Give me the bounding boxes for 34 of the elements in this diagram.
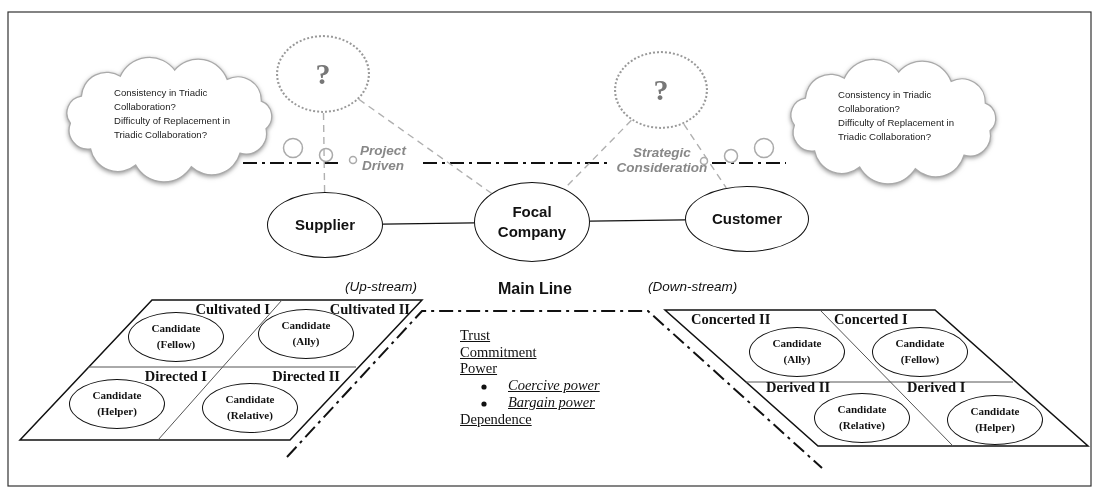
question-circle: ? xyxy=(276,35,370,113)
candidate-ellipse: Candidate (Relative) xyxy=(814,393,910,443)
entity-ellipse: Focal Company xyxy=(474,182,590,262)
quadrant-heading: Derived II xyxy=(766,379,831,396)
candidate-ellipse: Candidate (Relative) xyxy=(202,383,298,433)
factor-item: Trust xyxy=(460,328,491,344)
quadrant-heading: Directed II xyxy=(272,368,340,385)
question-text: Consistency in Triadic Collaboration? xyxy=(838,88,933,116)
entity-ellipse: Customer xyxy=(685,186,809,252)
factor-subitem: Coercive power xyxy=(508,378,600,394)
dashed-connector xyxy=(322,112,326,193)
candidate-ellipse: Candidate (Fellow) xyxy=(872,327,968,377)
question-text: Difficulty of Replacement in Triadic Collaboration? xyxy=(114,114,232,142)
factor-item: Power xyxy=(460,361,498,377)
factor-item: Dependence xyxy=(460,412,532,428)
connector-line xyxy=(382,222,475,225)
factor-item: Commitment xyxy=(460,345,537,361)
annotation-text: Strategic Consideration xyxy=(615,146,709,176)
quadrant-heading: Concerted I xyxy=(834,311,908,328)
stream-label: (Up-stream) xyxy=(345,280,417,295)
annotation-text: Project Driven xyxy=(359,144,407,174)
stream-label: (Down-stream) xyxy=(648,280,738,295)
entity-ellipse: Supplier xyxy=(267,192,383,258)
quadrant-heading: Derived I xyxy=(907,379,966,396)
factor-subitem: Bargain power xyxy=(508,395,595,411)
main-line-label: Main Line xyxy=(498,280,572,298)
candidate-ellipse: Candidate (Helper) xyxy=(947,395,1043,445)
connector-line xyxy=(589,219,686,222)
candidate-ellipse: Candidate (Ally) xyxy=(749,327,845,377)
dashed-connector xyxy=(358,98,493,194)
question-text: Consistency in Triadic Collaboration? xyxy=(114,86,209,114)
question-text: Difficulty of Replacement in Triadic Collaboration? xyxy=(838,116,956,144)
question-circle: ? xyxy=(614,51,708,129)
quadrant-heading: Concerted II xyxy=(691,311,771,328)
